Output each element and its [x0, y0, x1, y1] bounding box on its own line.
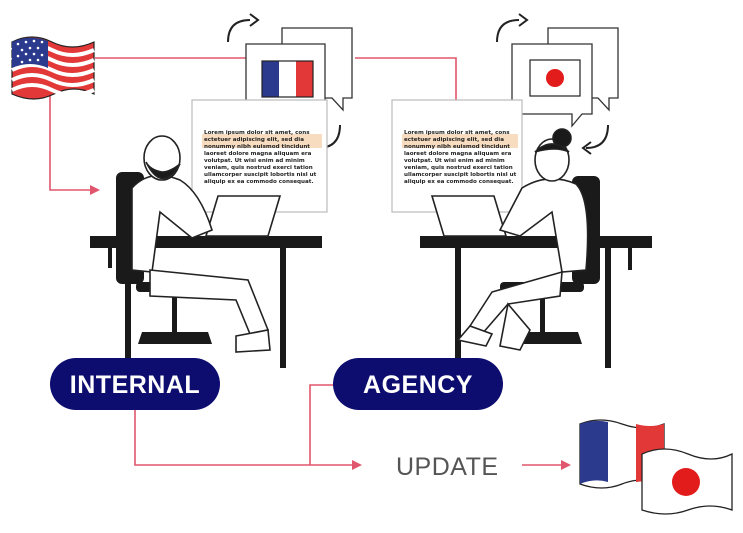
laptop [204, 195, 282, 237]
doc-line-8: aliquip ex ea commodo consequat. [404, 179, 514, 185]
doc-line-1: Lorem ipsum dolor sit amet, cons [404, 130, 510, 136]
japan-flag-icon [529, 59, 581, 97]
doc-line-5: volutpat. Ut wisi enim ad minim [404, 158, 505, 164]
agency-pill [333, 358, 503, 410]
arrow-head-flags [561, 460, 571, 470]
arrow-head-internal [90, 185, 100, 195]
agency-to-update-line [309, 384, 333, 465]
doc-line-2: ectetuer adipiscing elit, sed dia [204, 137, 304, 143]
doc-line-3: nonummy nibh euismod tincidunt [404, 144, 510, 150]
doc-line-1: Lorem ipsum dolor sit amet, cons [204, 130, 310, 136]
rotate-arrow-icon [496, 19, 520, 43]
arrow-head-update [352, 460, 362, 470]
doc-line-6: veniam, quis nostrud exerci tation [204, 165, 313, 171]
doc-line-7: ullamcorper suscipit lobortis nisl ut [404, 172, 517, 178]
france-flag-icon [261, 60, 314, 98]
doc-line-6: veniam, quis nostrud exerci tation [404, 165, 513, 171]
agency-workspace: Lorem ipsum dolor sit amet, cons ectetue… [333, 13, 652, 410]
internal-to-update-line [134, 400, 355, 466]
doc-line-5: volutpat. Ut wisi enim ad minim [204, 158, 305, 164]
agency-label: AGENCY [363, 371, 473, 399]
rotate-arrow-icon [227, 19, 251, 43]
woman-avatar [456, 128, 589, 351]
internal-workspace: Lorem ipsum dolor sit amet, cons ectetue… [50, 13, 353, 410]
doc-line-4: laoreet dolore magna aliquam era [404, 151, 512, 157]
doc-line-2: ectetuer adipiscing elit, sed dia [404, 137, 504, 143]
highlighted-text [202, 134, 322, 148]
laptop [430, 195, 508, 237]
doc-line-7: ullamcorper suscipit lobortis nisl ut [204, 172, 317, 178]
update-label: UPDATE [396, 453, 499, 481]
desk [420, 236, 652, 368]
rotate-back-arrow-icon [585, 124, 609, 149]
agency-request-arrow [355, 57, 457, 108]
doc-line-8: aliquip ex ea commodo consequat. [204, 179, 314, 185]
doc-line-3: nonummy nibh euismod tincidunt [204, 144, 310, 150]
usa-to-internal-arrow [49, 95, 95, 191]
usa-flag-icon [11, 36, 95, 100]
source-document: Lorem ipsum dolor sit amet, cons ectetue… [191, 99, 328, 213]
internal-pill [50, 358, 220, 410]
man-avatar [131, 135, 271, 353]
japan-flag-icon [641, 448, 733, 515]
doc-line-4: laoreet dolore magna aliquam era [204, 151, 312, 157]
result-flags [579, 419, 733, 515]
agency-document: Lorem ipsum dolor sit amet, cons ectetue… [391, 99, 523, 213]
internal-label: INTERNAL [70, 371, 200, 399]
workflow-connectors [49, 57, 565, 466]
highlighted-text [402, 134, 518, 148]
